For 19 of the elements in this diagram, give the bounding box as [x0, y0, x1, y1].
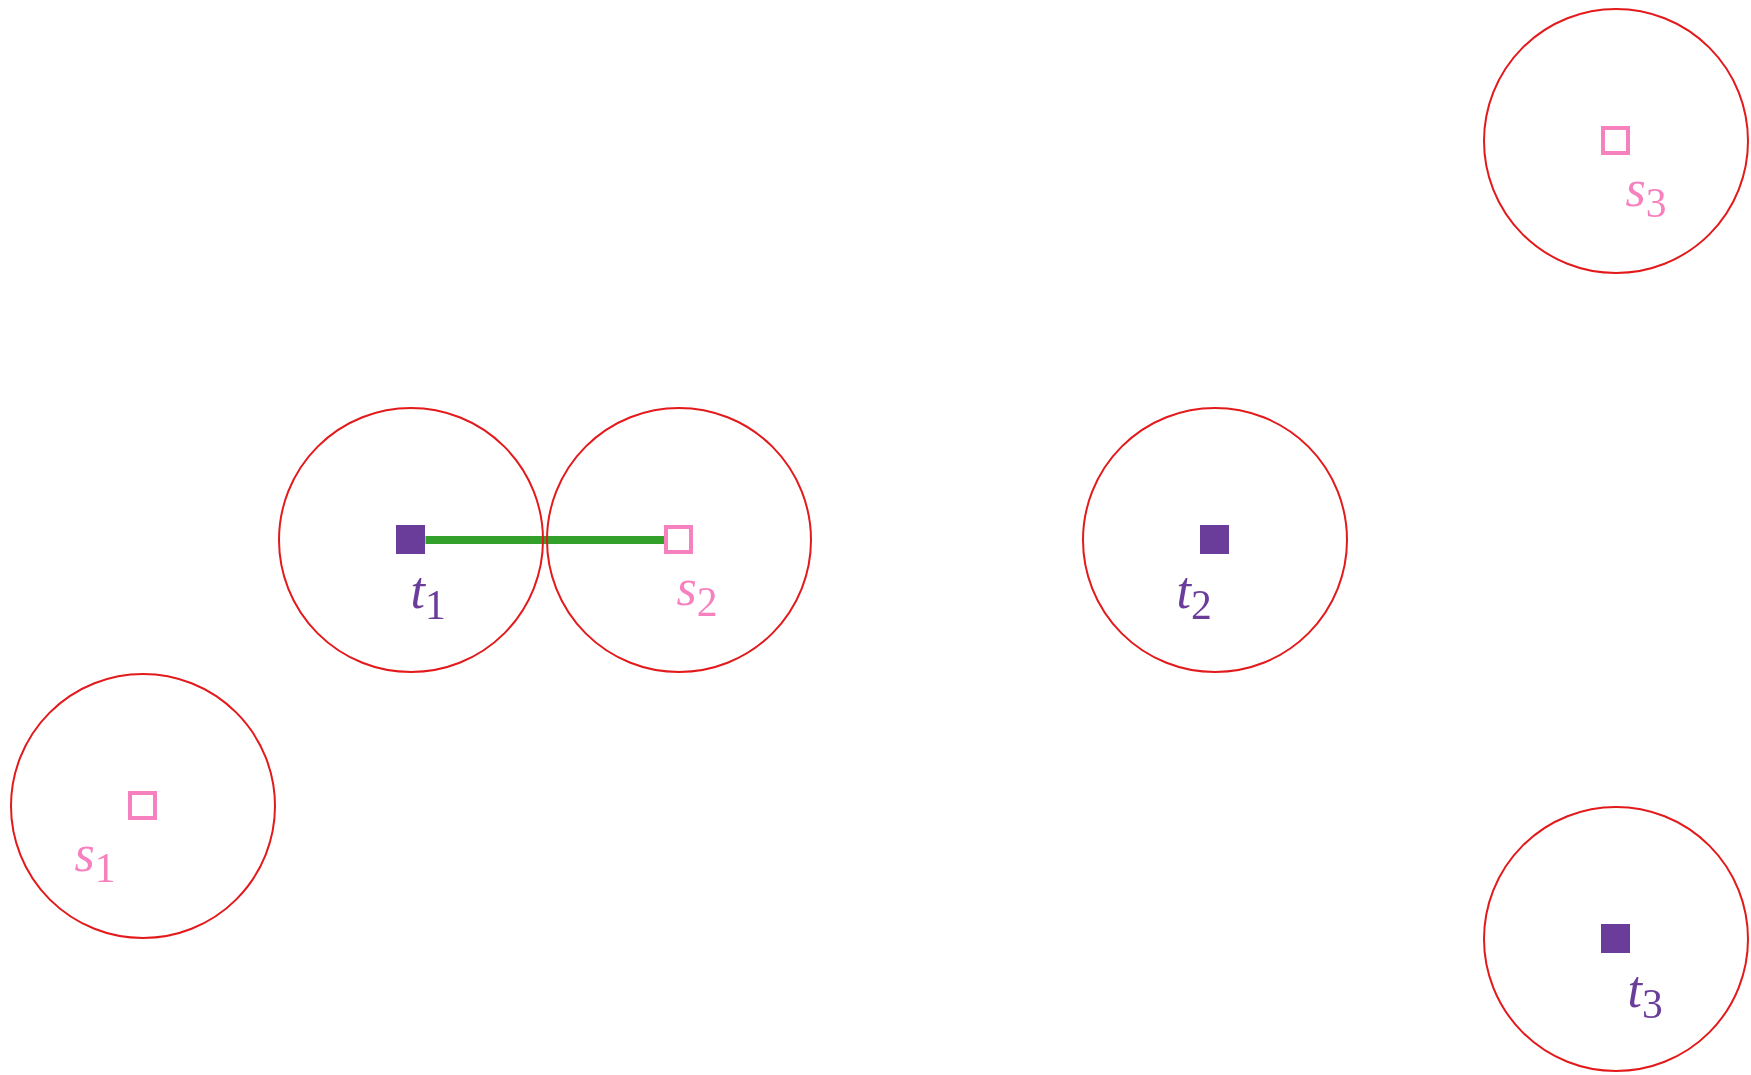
source-point-marker — [1601, 126, 1630, 155]
range-circle — [1483, 806, 1749, 1072]
range-circle — [1483, 8, 1749, 274]
point-label: t$_{1}$ — [410, 564, 446, 627]
point-label: s$_{1}$ — [74, 827, 116, 890]
range-circle — [10, 673, 276, 939]
target-point-marker — [1601, 924, 1630, 953]
point-label: s$_{2}$ — [676, 561, 718, 624]
point-label: t$_{3}$ — [1627, 963, 1663, 1026]
source-point-marker — [664, 525, 693, 554]
point-label: s$_{3}$ — [1625, 162, 1667, 225]
range-circle — [1082, 407, 1348, 673]
point-label: t$_{2}$ — [1176, 564, 1212, 627]
range-circle — [546, 407, 812, 673]
target-point-marker — [1200, 525, 1229, 554]
source-point-marker — [128, 791, 157, 820]
range-circle — [278, 407, 544, 673]
connecting-line — [425, 536, 665, 544]
target-point-marker — [396, 525, 425, 554]
